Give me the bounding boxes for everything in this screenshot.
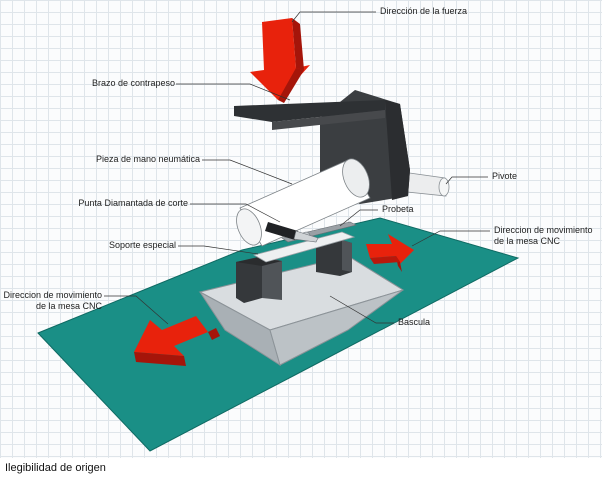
- label-pivot: Pivote: [492, 171, 518, 181]
- force-arrow: [250, 18, 310, 103]
- label-table-motion-right-1: Direccion de movimiento: [494, 225, 593, 235]
- label-table-motion-left-1: Direccion de movimiento: [3, 290, 102, 300]
- counterweight-arm: [234, 100, 385, 130]
- diagram-canvas: Dirección de la fuerza Brazo de contrape…: [0, 0, 602, 458]
- label-diamond-tip: Punta Diamantada de corte: [78, 198, 188, 208]
- label-force-direction: Dirección de la fuerza: [380, 6, 468, 16]
- label-specimen: Probeta: [382, 204, 414, 214]
- table-motion-arrow-right: [366, 234, 414, 272]
- diagram-drawing: [37, 11, 520, 452]
- label-table-motion-right-2: de la mesa CNC: [494, 236, 561, 246]
- label-counterweight-arm: Brazo de contrapeso: [92, 78, 176, 88]
- label-table-motion-left-2: de la mesa CNC: [35, 301, 102, 311]
- label-special-support: Soporte especial: [108, 240, 176, 250]
- scale-block: [198, 255, 405, 367]
- leader-lines: [104, 11, 490, 325]
- image-caption: Ilegibilidad de origen: [5, 462, 106, 474]
- diamond-tip: [265, 222, 319, 243]
- table-motion-arrow-left: [134, 316, 220, 366]
- special-support: [236, 231, 356, 303]
- label-pneumatic-handpiece: Pieza de mano neumática: [95, 154, 200, 164]
- label-scale: Bascula: [398, 317, 431, 327]
